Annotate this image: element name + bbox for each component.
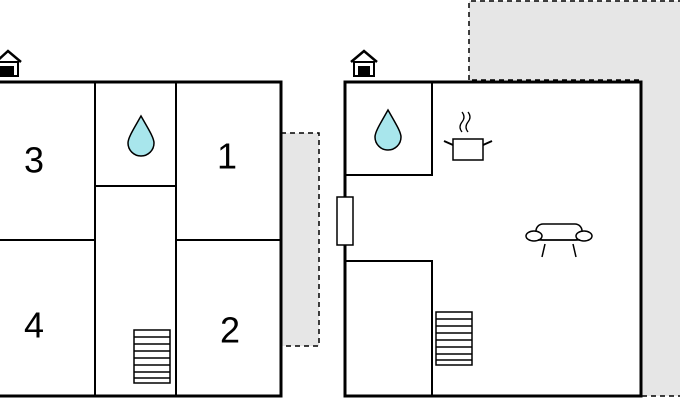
house-icon bbox=[0, 49, 22, 77]
floor-left: 3 1 4 2 bbox=[0, 49, 320, 398]
room-number-1: 1 bbox=[217, 136, 237, 177]
inner-wall bbox=[345, 260, 433, 396]
stairs-icon bbox=[133, 329, 171, 384]
house-icon bbox=[350, 49, 378, 77]
room-number-4: 4 bbox=[24, 305, 44, 346]
stairs-icon bbox=[435, 311, 473, 366]
sofa-icon bbox=[525, 223, 593, 258]
water-drop-icon bbox=[127, 114, 155, 157]
room-number-2: 2 bbox=[220, 310, 240, 351]
terrace-right bbox=[468, 0, 680, 397]
water-drop-icon bbox=[374, 108, 402, 151]
floor-right bbox=[336, 0, 680, 398]
window bbox=[336, 196, 354, 246]
inner-wall bbox=[345, 82, 433, 176]
cooking-pot-icon bbox=[443, 111, 493, 161]
room-number-3: 3 bbox=[24, 140, 44, 181]
terrace-left bbox=[280, 132, 320, 347]
